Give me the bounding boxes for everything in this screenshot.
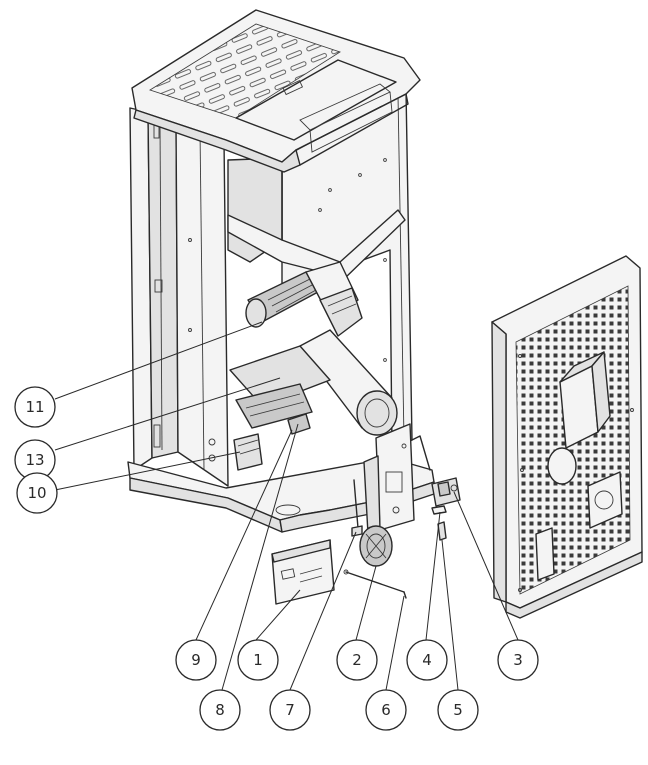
callout-13-label: 13 (25, 451, 44, 469)
callout-1-label: 1 (253, 651, 263, 669)
callout-6: 6 (365, 689, 407, 731)
leader-lines (54, 321, 519, 691)
internal-components (229, 261, 461, 605)
callout-3-label: 3 (513, 651, 523, 669)
callout-9: 9 (175, 639, 217, 681)
callout-13: 13 (14, 439, 56, 481)
callout-11: 11 (14, 386, 56, 428)
callout-10-label: 10 (27, 484, 46, 502)
callout-5: 5 (437, 689, 479, 731)
callout-9-label: 9 (191, 651, 201, 669)
callout-6-label: 6 (381, 701, 391, 719)
callout-10: 10 (16, 472, 58, 514)
callout-2-label: 2 (352, 651, 362, 669)
stove-body (127, 9, 435, 533)
rear-panel (491, 255, 643, 619)
callout-8-label: 8 (215, 701, 225, 719)
callout-2: 2 (336, 639, 378, 681)
callout-8: 8 (199, 689, 241, 731)
callout-7-label: 7 (285, 701, 295, 719)
callout-11-label: 11 (25, 398, 44, 416)
callout-4-label: 4 (422, 651, 432, 669)
callout-3: 3 (497, 639, 539, 681)
callout-7: 7 (269, 689, 311, 731)
callout-4: 4 (406, 639, 448, 681)
callout-5-label: 5 (453, 701, 463, 719)
callout-1: 1 (237, 639, 279, 681)
